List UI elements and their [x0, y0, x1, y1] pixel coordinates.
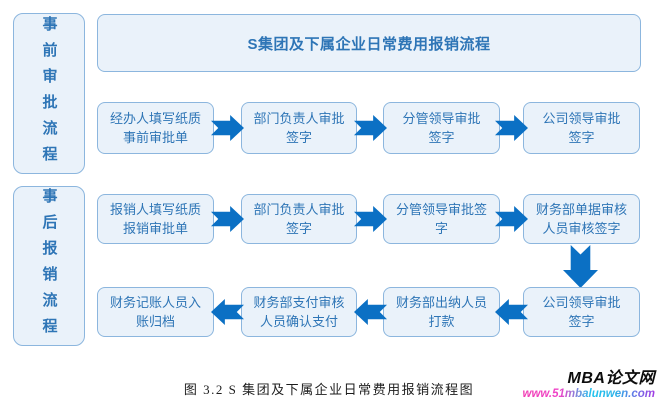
- site-watermark: MBA论文网 www.51mbalunwen.com: [523, 370, 656, 401]
- figure-caption: 图 3.2 S 集团及下属企业日常费用报销流程图: [183, 382, 475, 397]
- block-arrow-right-icon: [211, 115, 244, 141]
- step-div-leader-sign-r1: 分管领导审批 签字: [383, 102, 500, 154]
- block-arrow-down-icon: [563, 245, 598, 288]
- step-company-leader-sign-r1: 公司领导审批 签字: [523, 102, 640, 154]
- stage-label-post-reimbursement: 事后报销流程: [13, 186, 85, 346]
- step-dept-head-sign-r2: 部门负责人审批 签字: [241, 194, 357, 244]
- step-cashier-pay: 财务部出纳人员 打款: [383, 287, 500, 337]
- block-arrow-right-icon: [211, 206, 244, 232]
- stage-label-pre-approval-text: 事前审批流程: [40, 15, 58, 172]
- step-dept-head-sign-r1: 部门负责人审批 签字: [241, 102, 357, 154]
- block-arrow-left-icon: [211, 299, 244, 325]
- diagram-title: S集团及下属企业日常费用报销流程: [97, 14, 641, 72]
- step-finance-doc-review: 财务部单据审核 人员审核签字: [523, 194, 640, 244]
- step-div-leader-sign-r2: 分管领导审批签 字: [383, 194, 500, 244]
- step-payment-review-confirm: 财务部支付审核 人员确认支付: [241, 287, 357, 337]
- stage-label-post-reimbursement-text: 事后报销流程: [40, 188, 58, 344]
- step-fill-pre-approval-form: 经办人填写纸质 事前审批单: [97, 102, 214, 154]
- step-bookkeeper-archive: 财务记账人员入 账归档: [97, 287, 214, 337]
- stage-label-pre-approval: 事前审批流程: [13, 13, 85, 174]
- step-company-leader-sign-r3: 公司领导审批 签字: [523, 287, 640, 337]
- site-name: MBA论文网: [567, 370, 655, 387]
- site-url: www.51mbalunwen.com: [522, 387, 656, 400]
- step-fill-reimbursement-form: 报销人填写纸质 报销审批单: [97, 194, 214, 244]
